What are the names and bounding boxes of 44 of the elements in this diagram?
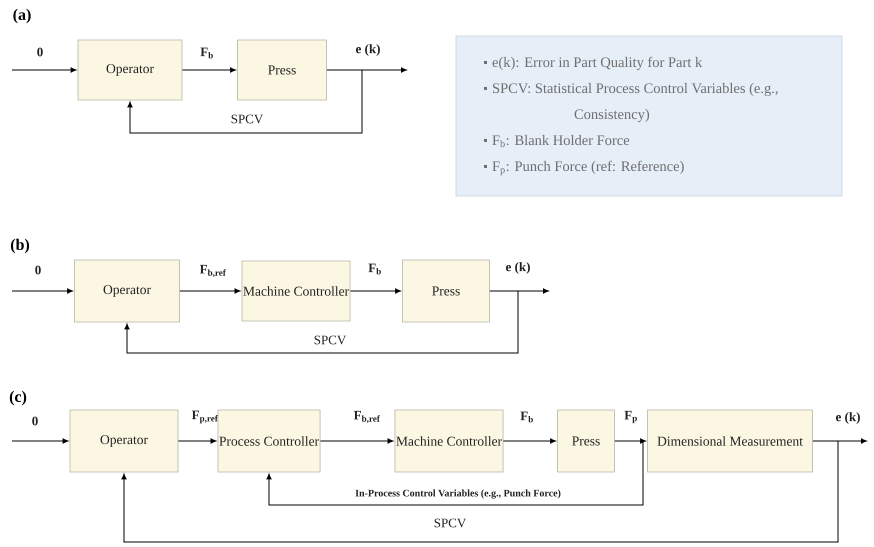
arrow [127, 70, 362, 134]
process-box: Operator [78, 40, 182, 100]
arrow [12, 67, 76, 73]
edge-label: 0 [35, 266, 41, 274]
arrow [350, 288, 401, 294]
edge-label: In-Process Control Variables (e.g., Punch Force) [355, 489, 560, 499]
process-box: Operator [70, 410, 178, 472]
arrow [266, 440, 644, 506]
edge-label: e (k) [356, 44, 380, 56]
process-box: Press [557, 410, 615, 472]
edge-label: F$_{b}$ [368, 264, 381, 274]
arrow [502, 438, 556, 444]
panel-label: (b) [10, 238, 30, 254]
edge-label: SPCV [232, 114, 264, 124]
edge-label: F$_{b,ref}$ [354, 410, 380, 424]
arrow [179, 288, 240, 294]
process-box: Press [402, 260, 490, 322]
edge-label: e (k) [506, 262, 530, 274]
edge-label: F$_{p}$ [624, 410, 637, 424]
process-box: Operator [74, 260, 180, 322]
edge-label: F$_{b}$ [520, 412, 533, 422]
panel-label: (a) [13, 8, 31, 24]
arrow [124, 290, 518, 354]
edge-label: SPCV [434, 518, 466, 528]
arrow [12, 438, 68, 444]
edge-label: F$_{p,ref}$ [192, 410, 218, 424]
process-box: Press [237, 40, 327, 100]
arrow [12, 288, 73, 294]
edge-label: F$_{b,ref}$ [200, 264, 226, 278]
process-box: Machine Controller [394, 410, 504, 472]
edge-label: 0 [32, 416, 38, 426]
arrow [182, 67, 236, 73]
process-box: Dimensional Measurement [647, 410, 813, 472]
edge-label: 0 [37, 48, 43, 56]
edge-label: SPCV [314, 336, 346, 344]
arrow [178, 438, 216, 444]
arrow [320, 438, 394, 444]
legend-box: e(k): Error in Part Quality for Part k SPCV: Statistical Process Control Variables (e.g., Consistency) F$_{b}$: Blank Holder Force F$_{p}$: Punch Force (ref: Reference) [456, 36, 842, 196]
process-box: Machine Controller [242, 260, 350, 322]
edge-label: F$_{b}$ [200, 48, 213, 58]
edge-label: e (k) [836, 412, 860, 424]
process-box: Process Controller [218, 410, 320, 472]
arrow [121, 440, 838, 542]
panel-label: (c) [10, 390, 26, 406]
